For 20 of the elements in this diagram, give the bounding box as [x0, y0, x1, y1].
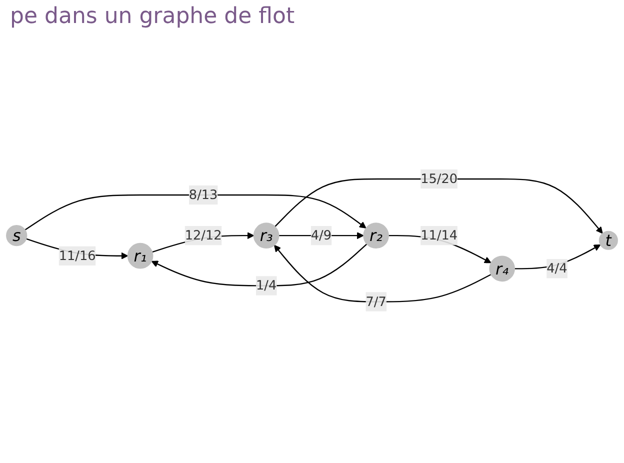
edge-label: 1/4: [256, 278, 277, 294]
node-circle: r₄: [489, 256, 515, 282]
edge-label: 15/20: [420, 171, 458, 186]
edge-label: 11/16: [58, 248, 96, 264]
arrow: [151, 244, 368, 286]
edge-label: 12/12: [184, 228, 222, 243]
node-circle: s: [6, 225, 28, 246]
edge-label: 4/9: [310, 228, 332, 243]
node-circle: r₂: [363, 222, 389, 249]
arrow: [514, 244, 601, 270]
node-circle: r₃: [253, 222, 280, 249]
node-circle: r₁: [127, 243, 154, 269]
edge-label: 7/7: [366, 294, 386, 310]
diagram-title: pe dans un graphe de flot: [9, 3, 296, 31]
arrow: [274, 245, 492, 302]
arrow: [24, 194, 366, 231]
edge-label: 4/4: [546, 260, 568, 276]
arrow: [274, 178, 603, 234]
edge-label: 11/14: [420, 228, 458, 243]
edge-label: 8/13: [188, 187, 218, 202]
